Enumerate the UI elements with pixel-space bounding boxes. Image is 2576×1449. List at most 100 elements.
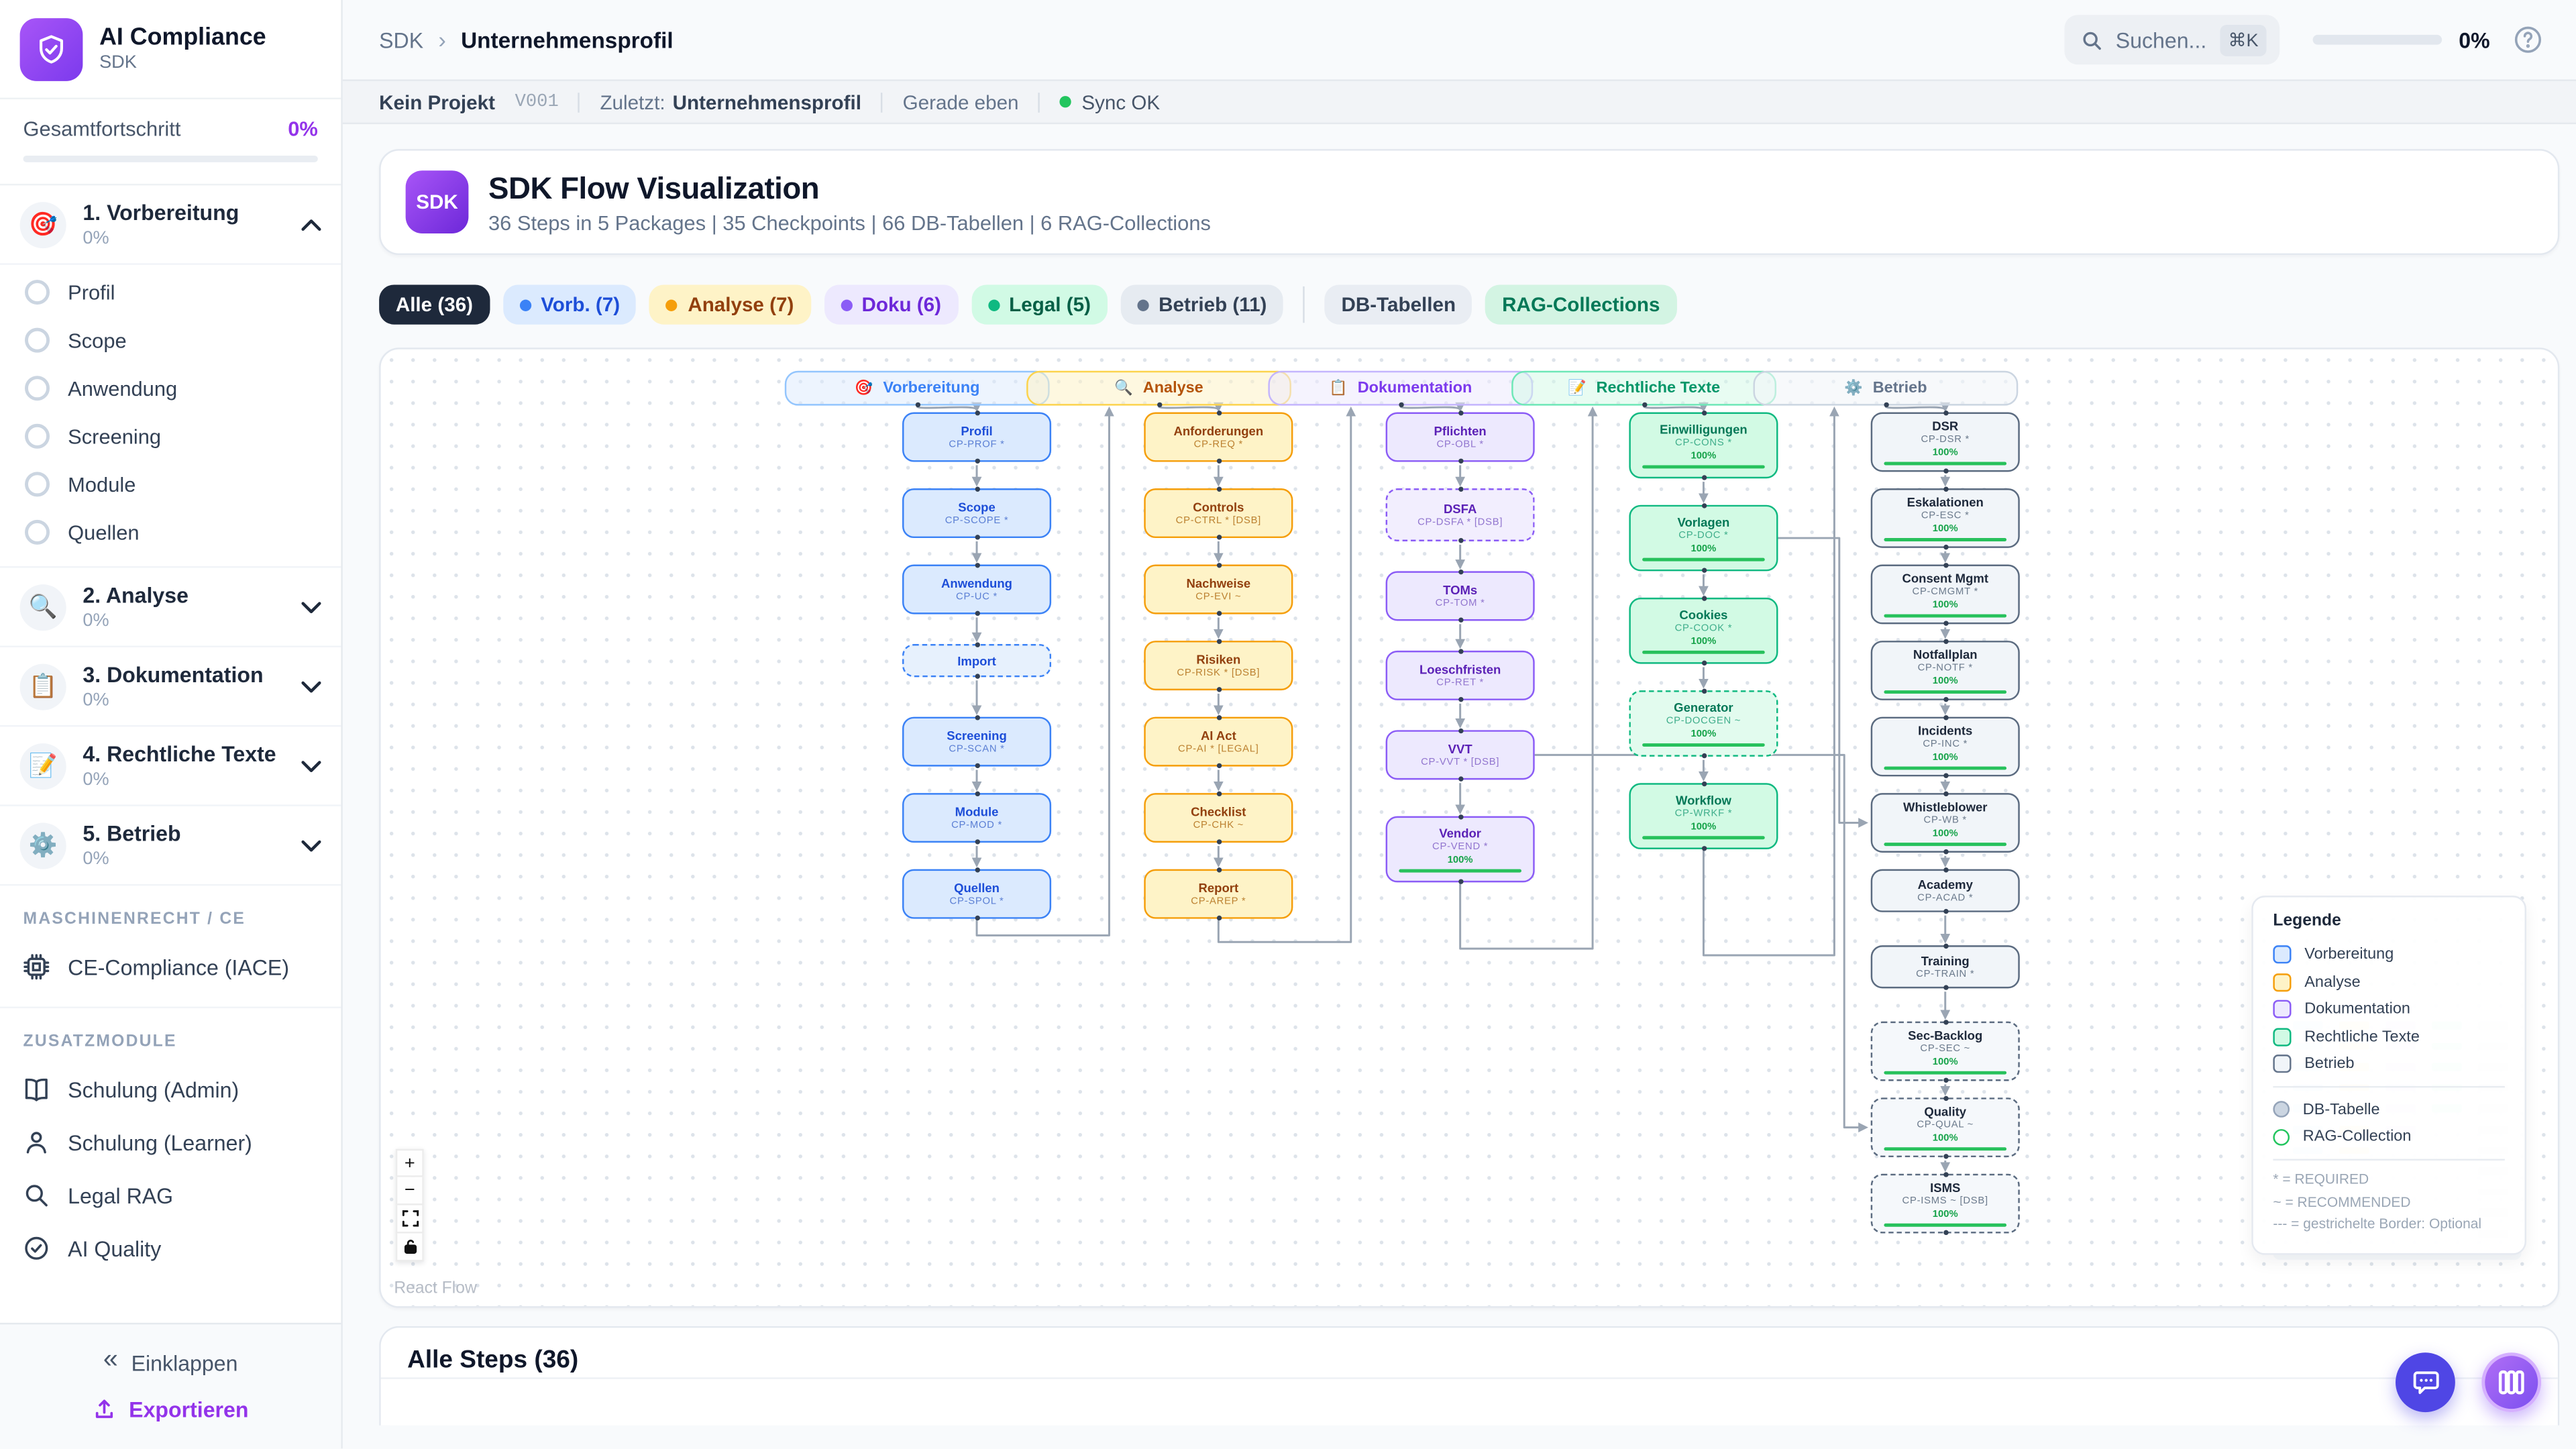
sidebar-item-legal-rag[interactable]: Legal RAG	[0, 1169, 341, 1222]
columns-view-fab-button[interactable]	[2481, 1352, 2542, 1413]
sidebar-item-module[interactable]: Module	[0, 460, 341, 508]
package-emoji-icon: 📋	[1329, 379, 1348, 396]
chat-fab-button[interactable]	[2396, 1352, 2455, 1413]
node-progress-bar	[1884, 766, 2007, 771]
legend-swatch-icon	[2273, 973, 2292, 992]
filter-chip-rag-collections[interactable]: RAG-Collections	[1485, 284, 1677, 325]
lock-toggle-button[interactable]	[395, 1233, 424, 1262]
step-status-icon	[25, 472, 50, 497]
sidebar-item-schulung-learner[interactable]: Schulung (Learner)	[0, 1116, 341, 1169]
flow-canvas[interactable]: 🎯Vorbereitung🔍Analyse📋Dokumentation📝Rech…	[379, 347, 2560, 1308]
legend-item-analyse: Analyse	[2273, 969, 2505, 996]
menu-item-label: Schulung (Admin)	[68, 1077, 239, 1102]
filter-chip-alle-36[interactable]: Alle (36)	[379, 284, 490, 325]
help-icon[interactable]	[2513, 25, 2542, 54]
substep-label: Profil	[68, 280, 115, 304]
legend-item-vorbereitung: Vorbereitung	[2273, 942, 2505, 969]
filter-chip-legal-5[interactable]: Legal (5)	[971, 284, 1108, 325]
node-checkpoint-code: CP-UC *	[956, 592, 998, 603]
package-header-analyse[interactable]: 🔍Analyse	[1026, 370, 1291, 408]
zoom-in-button[interactable]: +	[395, 1148, 424, 1177]
fit-view-button[interactable]	[395, 1205, 424, 1234]
flow-node-import[interactable]: Import	[902, 642, 1052, 679]
package-header-rechtliche-texte[interactable]: 📝Rechtliche Texte	[1511, 370, 1777, 408]
node-title: Pflichten	[1434, 423, 1487, 439]
node-checkpoint-code: CP-CHK ~	[1193, 821, 1244, 831]
flow-controls: + −	[395, 1148, 424, 1262]
node-progress-bar	[1884, 1223, 2007, 1228]
sidebar-item-scope[interactable]: Scope	[0, 316, 341, 364]
breadcrumb-sdk[interactable]: SDK	[379, 27, 424, 52]
book-icon	[23, 1076, 50, 1102]
sidebar-item-ai-quality[interactable]: AI Quality	[0, 1222, 341, 1275]
search-input[interactable]: Suchen... ⌘K	[2064, 15, 2280, 65]
sidebar-item-screening[interactable]: Screening	[0, 412, 341, 460]
chip-label: Doku (6)	[861, 292, 941, 317]
sidebar-item-ce-compliance-iace[interactable]: CE-Compliance (IACE)	[0, 941, 341, 994]
phase-emoji-icon: 🎯	[19, 201, 66, 248]
sidebar-item-anwendung[interactable]: Anwendung	[0, 364, 341, 413]
filter-chip-analyse-7[interactable]: Analyse (7)	[649, 284, 811, 325]
sidebar-item-quellen[interactable]: Quellen	[0, 508, 341, 557]
collapse-sidebar-button[interactable]: « Einklappen	[103, 1346, 238, 1375]
filter-chip-vorb-7[interactable]: Vorb. (7)	[502, 284, 637, 325]
chevron-down-icon	[301, 830, 321, 860]
zoom-out-button[interactable]: −	[395, 1177, 424, 1205]
export-button[interactable]: Exportieren	[0, 1386, 341, 1432]
phase-label: 3. Dokumentation	[83, 662, 264, 688]
filter-chip-db-tabellen[interactable]: DB-Tabellen	[1324, 284, 1472, 325]
cpu-icon	[23, 953, 50, 980]
package-header-betrieb[interactable]: ⚙️Betrieb	[1753, 370, 2019, 408]
package-header-vorbereitung[interactable]: 🎯Vorbereitung	[784, 370, 1050, 408]
filter-chip-doku-6[interactable]: Doku (6)	[823, 284, 958, 325]
chevron-down-icon	[301, 751, 321, 780]
sidebar-item-profil[interactable]: Profil	[0, 268, 341, 317]
legend-label: Analyse	[2304, 973, 2361, 992]
package-header-dokumentation[interactable]: 📋Dokumentation	[1268, 370, 1534, 408]
sidebar-item-schulung-admin[interactable]: Schulung (Admin)	[0, 1063, 341, 1116]
phase-percent: 0%	[83, 228, 109, 249]
filter-chip-betrieb-11[interactable]: Betrieb (11)	[1120, 284, 1284, 325]
